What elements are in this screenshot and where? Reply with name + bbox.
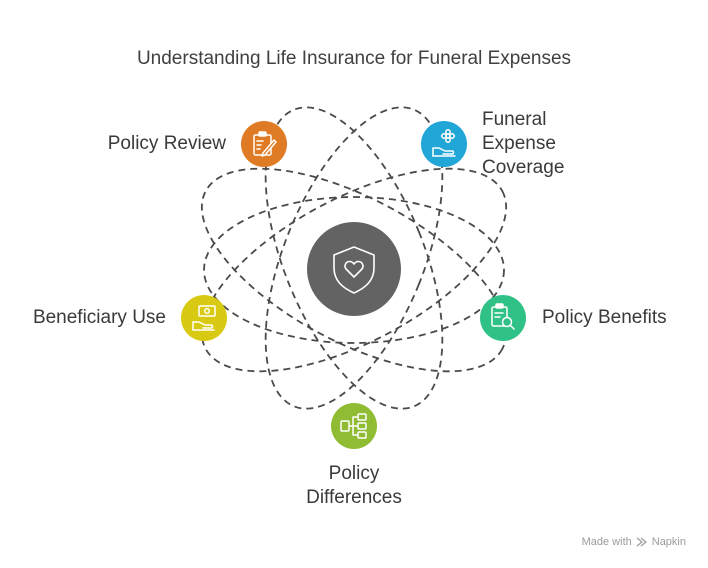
label-line: Expense	[482, 133, 556, 154]
shield-heart-icon	[333, 246, 375, 294]
money-hand-icon	[192, 305, 216, 331]
napkin-logo-icon	[636, 537, 647, 547]
node-circle	[241, 121, 287, 167]
footer-prefix: Made with	[581, 536, 632, 548]
node-label-policy-differences: Policy Differences	[279, 462, 429, 510]
orbit-ellipse-vertical-a	[264, 106, 444, 410]
orbit-ellipses	[200, 106, 508, 410]
center-circle	[307, 222, 401, 316]
label-line: Funeral	[482, 109, 547, 130]
node-policy-benefits[interactable]	[480, 295, 526, 341]
label-line: Policy Benefits	[542, 307, 667, 328]
footer-brand: Napkin	[651, 536, 686, 548]
orbit-ellipse-tilted-a	[200, 167, 508, 373]
label-line: Differences	[306, 487, 402, 508]
flower-hand-icon	[432, 129, 456, 157]
node-label-funeral-expense-coverage: Funeral Expense Coverage	[482, 108, 602, 180]
document-search-icon	[491, 303, 515, 330]
orbit-ellipse-horizontal	[203, 196, 505, 344]
made-with-napkin-footer[interactable]: Made with Napkin	[582, 536, 686, 548]
diagram-title: Understanding Life Insurance for Funeral…	[136, 48, 572, 69]
node-circle	[480, 295, 526, 341]
node-label-policy-benefits: Policy Benefits	[542, 306, 692, 330]
node-policy-differences[interactable]	[331, 403, 377, 449]
node-funeral-expense-coverage[interactable]	[421, 121, 467, 167]
label-line: Coverage	[482, 157, 565, 178]
node-label-beneficiary-use: Beneficiary Use	[12, 306, 166, 330]
label-line: Policy	[328, 463, 380, 484]
node-circle	[421, 121, 467, 167]
orbit-ellipse-tilted-b	[200, 167, 508, 373]
node-circle	[181, 295, 227, 341]
node-label-policy-review: Policy Review	[96, 132, 226, 156]
clipboard-edit-icon	[253, 131, 277, 157]
node-beneficiary-use[interactable]	[181, 295, 227, 341]
node-policy-review[interactable]	[241, 121, 287, 167]
label-line: Beneficiary Use	[32, 307, 166, 328]
label-line: Policy Review	[107, 133, 226, 154]
center-node	[307, 222, 401, 316]
orbit-ellipse-vertical-b	[264, 106, 444, 410]
hierarchy-icon	[340, 413, 367, 439]
